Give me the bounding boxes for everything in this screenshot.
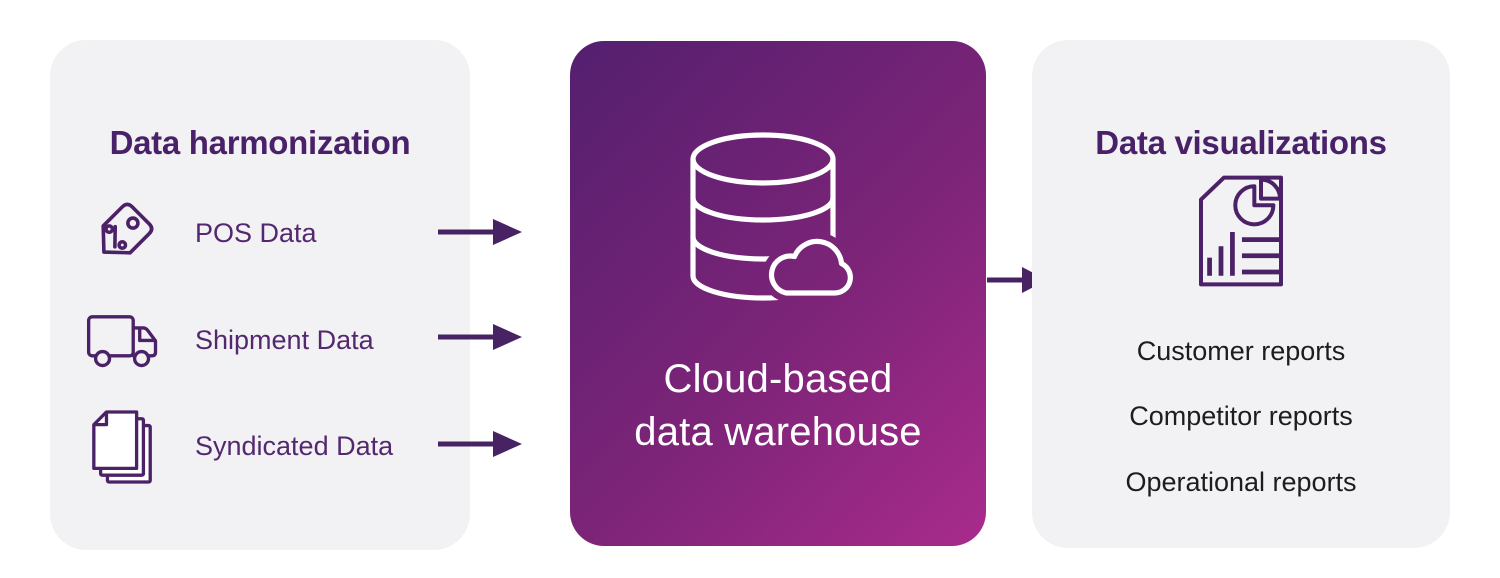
price-tag-percent-icon	[84, 195, 162, 271]
list-item-pos-data: POS Data	[84, 195, 317, 271]
center-node-label-line2: data warehouse	[634, 410, 922, 454]
list-item-label: POS Data	[195, 217, 317, 248]
cloud-data-warehouse-node: Cloud-based data warehouse	[570, 41, 986, 546]
report-type-customer: Customer reports	[1136, 336, 1346, 366]
list-item-label: Syndicated Data	[195, 430, 394, 461]
data-harmonization-panel: Data harmonization POS Data	[50, 40, 470, 550]
report-type-competitor: Competitor reports	[1129, 401, 1353, 431]
flow-arrow-syndicated-to-warehouse	[438, 431, 522, 457]
center-node-label-line1: Cloud-based	[663, 357, 893, 401]
flow-arrow-shipment-to-warehouse	[438, 324, 522, 350]
list-item-label: Shipment Data	[195, 324, 374, 355]
flow-arrow-pos-to-warehouse	[438, 219, 522, 245]
report-type-operational: Operational reports	[1125, 467, 1357, 497]
left-panel-title: Data harmonization	[109, 124, 411, 161]
center-node-label: Cloud-based data warehouse	[570, 353, 986, 459]
documents-stack-icon	[84, 404, 162, 488]
report-chart-icon	[1193, 171, 1289, 296]
delivery-truck-icon	[84, 305, 162, 375]
data-visualizations-panel: Data visualizations Customer reports Com…	[1032, 40, 1450, 548]
database-cloud-icon	[690, 132, 853, 301]
list-item-shipment-data: Shipment Data	[84, 302, 374, 378]
right-panel-title: Data visualizations	[1095, 124, 1387, 161]
list-item-syndicated-data: Syndicated Data	[84, 403, 393, 489]
